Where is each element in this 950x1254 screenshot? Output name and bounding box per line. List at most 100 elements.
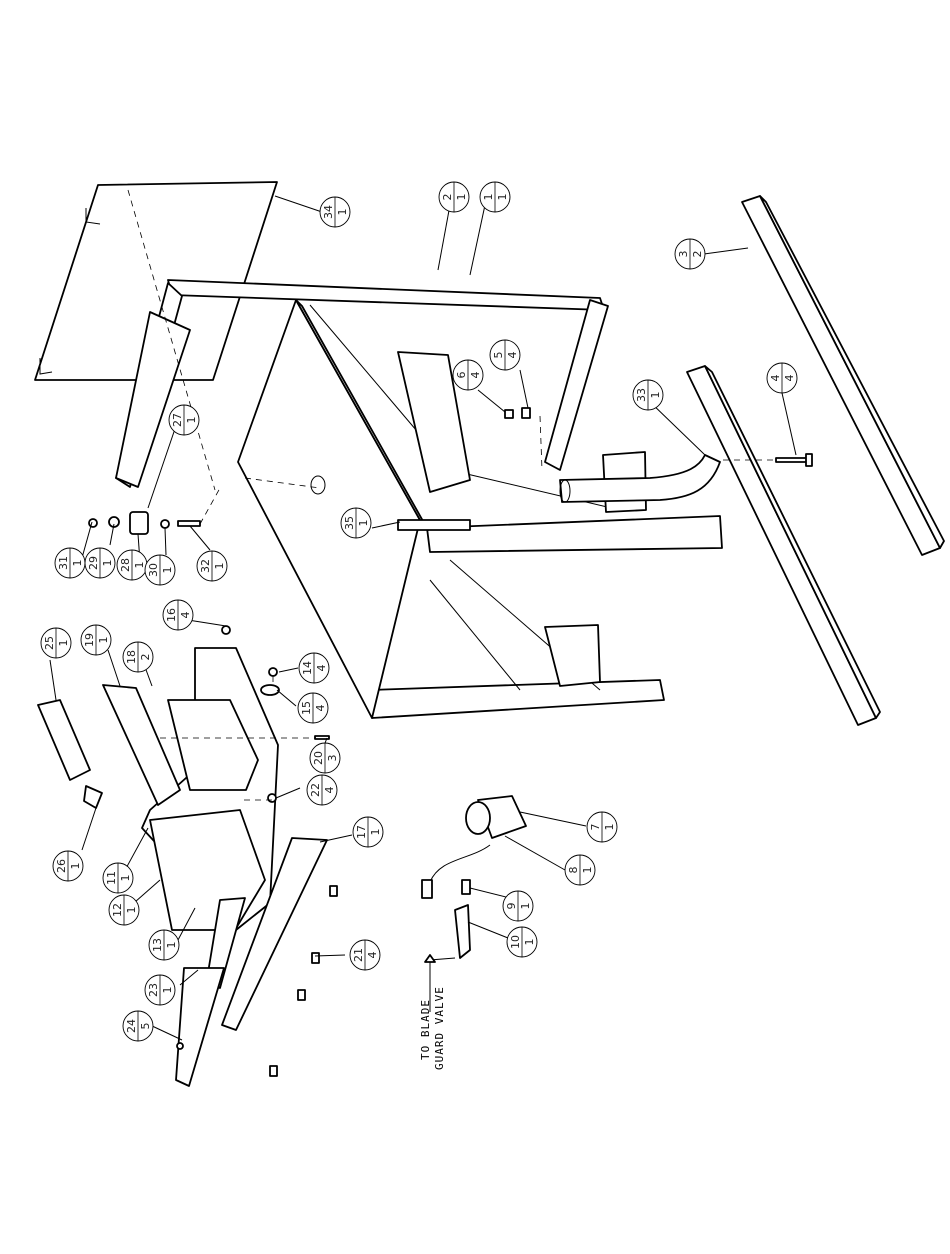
balloon-item-9: 91	[503, 891, 533, 921]
balloon-quantity: 2	[691, 251, 704, 258]
balloon-item-number: 17	[355, 825, 368, 839]
balloon-item-number: 3	[677, 251, 690, 258]
balloon-quantity: 1	[119, 875, 132, 882]
balloon-item-number: 29	[87, 556, 100, 570]
balloon-quantity: 4	[179, 612, 192, 619]
balloon-item-number: 22	[309, 783, 322, 797]
balloon-item-number: 9	[505, 903, 518, 910]
balloon-quantity: 1	[57, 640, 70, 647]
balloon-quantity: 1	[649, 392, 662, 399]
balloon-item-number: 5	[492, 352, 505, 359]
balloon-item-number: 30	[147, 563, 160, 577]
balloon-quantity: 3	[326, 755, 339, 762]
note-line-2: GUARD VALVE	[433, 986, 446, 1070]
balloon-item-10: 101	[507, 927, 537, 957]
balloon-item-number: 20	[312, 751, 325, 765]
balloon-item-8: 81	[565, 855, 595, 885]
balloon-quantity: 1	[213, 563, 226, 570]
balloon-item-number: 24	[125, 1019, 138, 1033]
note-line-1: TO BLADE	[419, 999, 432, 1060]
balloon-item-number: 12	[111, 903, 124, 917]
balloon-quantity: 4	[315, 665, 328, 672]
balloon-item-number: 7	[589, 824, 602, 831]
balloon-item-number: 6	[455, 372, 468, 379]
balloon-item-number: 14	[301, 661, 314, 675]
balloon-quantity: 1	[357, 520, 370, 527]
balloon-quantity: 1	[69, 863, 82, 870]
balloon-item-number: 4	[769, 375, 782, 382]
balloon-item-number: 19	[83, 633, 96, 647]
balloon-quantity: 1	[496, 194, 509, 201]
blade-guard-note: TO BLADE GUARD VALVE	[419, 986, 446, 1070]
balloon-quantity: 4	[506, 352, 519, 359]
balloon-item-number: 21	[352, 948, 365, 962]
balloon-item-number: 10	[509, 935, 522, 949]
balloon-item-35: 351	[341, 508, 371, 538]
balloon-quantity: 4	[783, 375, 796, 382]
balloon-item-number: 28	[119, 558, 132, 572]
balloon-quantity: 1	[71, 560, 84, 567]
balloon-item-number: 33	[635, 388, 648, 402]
balloon-quantity: 1	[523, 939, 536, 946]
balloon-quantity: 1	[336, 209, 349, 216]
balloon-quantity: 4	[314, 705, 327, 712]
balloon-item-number: 25	[43, 636, 56, 650]
balloon-quantity: 1	[125, 907, 138, 914]
balloon-quantity: 1	[161, 567, 174, 574]
balloon-item-number: 18	[125, 650, 138, 664]
balloon-item-number: 16	[165, 608, 178, 622]
table-top	[238, 300, 428, 718]
balloon-item-number: 27	[171, 413, 184, 427]
balloon-quantity: 4	[323, 787, 336, 794]
balloon-item-number: 2	[441, 194, 454, 201]
balloon-quantity: 1	[101, 560, 114, 567]
balloon-item-number: 32	[199, 559, 212, 573]
balloon-quantity: 1	[185, 417, 198, 424]
balloon-quantity: 1	[97, 637, 110, 644]
balloon-quantity: 1	[603, 824, 616, 831]
balloon-quantity: 1	[165, 942, 178, 949]
balloon-item-number: 1	[482, 194, 495, 201]
balloon-item-33: 331	[633, 380, 663, 410]
balloon-quantity: 1	[369, 829, 382, 836]
balloon-quantity: 4	[469, 372, 482, 379]
balloon-quantity: 4	[366, 952, 379, 959]
balloon-item-number: 13	[151, 938, 164, 952]
balloon-item-number: 35	[343, 516, 356, 530]
balloon-item-number: 26	[55, 859, 68, 873]
balloon-quantity: 5	[139, 1023, 152, 1030]
bumper-hardware	[89, 512, 200, 534]
balloon-item-number: 15	[300, 701, 313, 715]
balloon-item-number: 34	[322, 205, 335, 219]
balloon-quantity: 1	[519, 903, 532, 910]
balloon-quantity: 1	[161, 987, 174, 994]
balloon-item-number: 31	[57, 556, 70, 570]
balloon-quantity: 1	[581, 867, 594, 874]
